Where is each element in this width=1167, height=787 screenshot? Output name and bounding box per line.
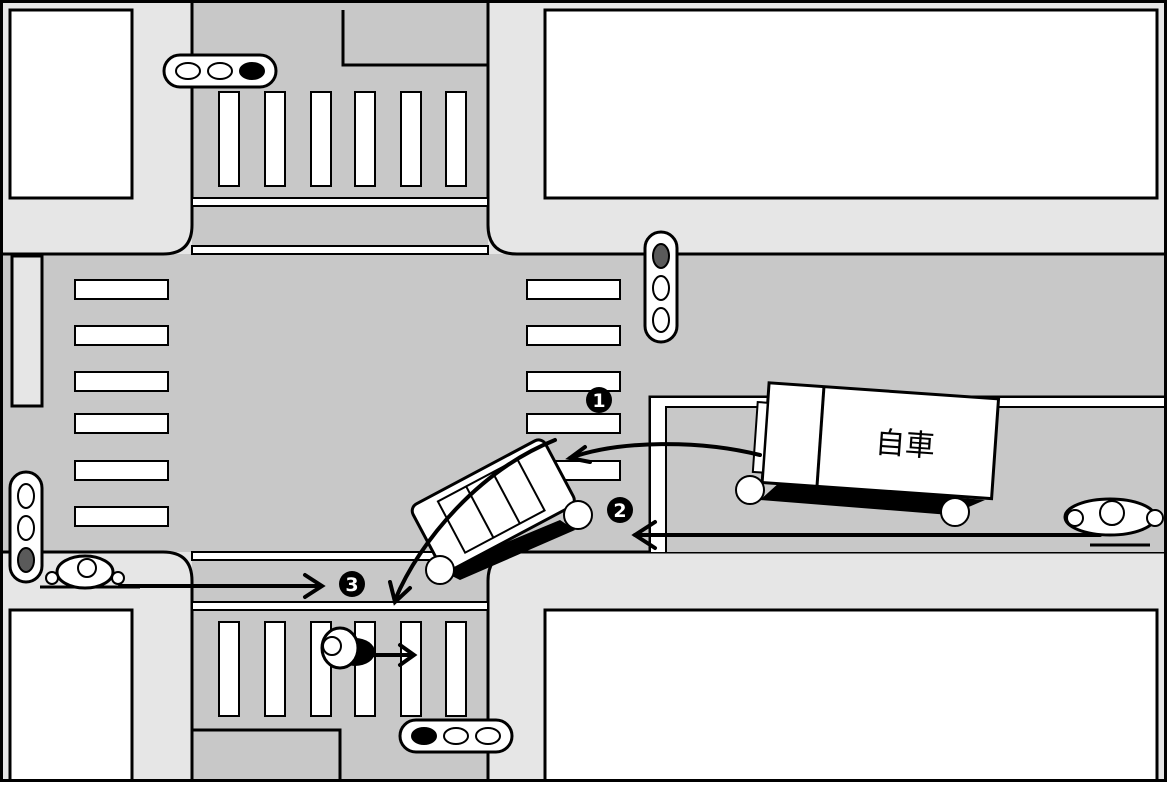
trajectory-arrows [118,438,1102,667]
motorcycle-east [1063,497,1164,547]
bicycle-west [40,554,140,590]
marker-2-label: 2 [613,500,626,522]
signal-lamp-west-1 [17,483,35,509]
block-north-east [543,8,1159,200]
signal-lamp-east-2 [652,275,670,301]
arrow-1-path [568,442,762,460]
traffic-signal-north [162,53,278,89]
block-north-west [8,8,134,200]
arrow-1-head [565,445,592,464]
block-south-west [8,608,134,784]
marker-1-label: 1 [592,390,605,412]
arrow-path-turn [393,438,557,602]
crosswalk-east [526,279,621,481]
marker-3-label: 3 [345,574,358,596]
traffic-signal-west [8,470,44,584]
signal-lamp-east-3 [652,307,670,333]
signal-lamp-east-1 [652,243,670,269]
traffic-signal-south [398,718,514,754]
edge-strips [10,10,488,782]
block-south-east [543,608,1159,784]
signal-lamp-north-3 [239,62,265,80]
own-vehicle-truck: 自車 [735,381,1001,527]
signal-lamp-west-3 [17,547,35,573]
marker-2: 2 [607,497,633,523]
pedestrian [320,626,375,670]
pedestrian-arrow-head [398,643,418,667]
signal-lamp-west-2 [17,515,35,541]
arrow-2-head [631,520,657,550]
arrow-turn-head [388,580,412,606]
signal-lamp-south-1 [411,727,437,745]
marker-3: 3 [339,571,365,597]
signal-lamp-north-2 [207,62,233,80]
crosswalk-north [218,91,467,187]
own-vehicle-label: 自車 [874,425,936,464]
traffic-signal-east [643,230,679,344]
signal-lamp-south-2 [443,727,469,745]
crosswalk-west [74,279,169,527]
other-vehicle-car [410,438,593,585]
signal-lamp-south-3 [475,727,501,745]
city-blocks [8,8,1159,784]
marker-1: 1 [586,387,612,413]
arrow-3-head [303,573,326,599]
signal-lamp-north-1 [175,62,201,80]
